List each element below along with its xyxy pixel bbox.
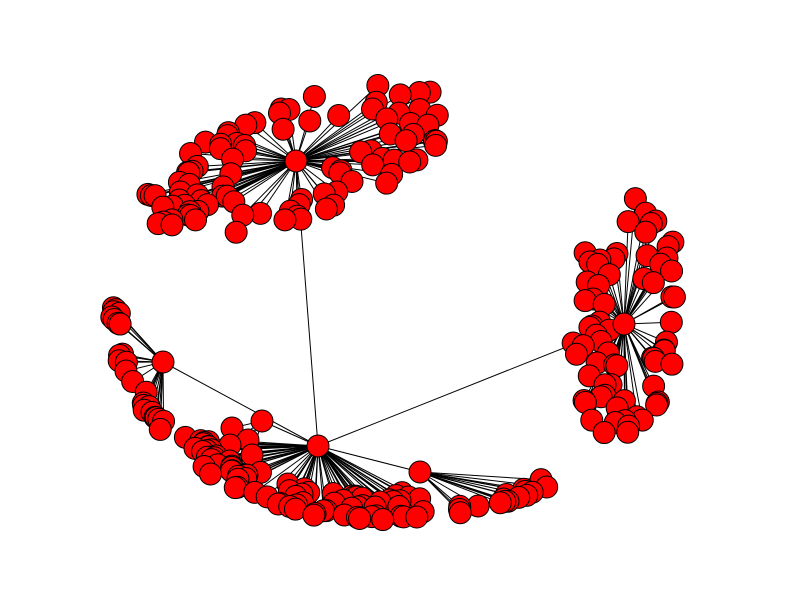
leaf-node — [273, 208, 297, 232]
leaf-node — [645, 393, 669, 417]
leaf-edge — [623, 221, 629, 325]
leaf-node — [302, 503, 326, 527]
leaf-node — [398, 150, 422, 174]
hub-node — [408, 460, 432, 484]
leaf-node — [314, 197, 338, 221]
leaf-node — [662, 285, 686, 309]
leaf-node — [634, 220, 658, 244]
hub-node — [612, 312, 636, 336]
leaf-node — [660, 352, 684, 376]
leaf-node — [298, 109, 322, 133]
leaf-node — [616, 420, 640, 444]
hub-node — [151, 350, 175, 374]
leaf-node — [592, 421, 616, 445]
leaf-node — [348, 506, 372, 530]
leaf-node — [616, 210, 640, 234]
leaf-edge — [266, 445, 319, 498]
nodes-layer — [100, 74, 686, 532]
leaf-edge — [254, 445, 319, 493]
leaf-edge — [233, 160, 297, 203]
leaf-node — [302, 84, 326, 108]
hub-node — [250, 409, 274, 433]
leaf-node — [371, 508, 395, 532]
leaf-node — [565, 342, 589, 366]
leaf-node — [108, 312, 132, 336]
hub-node — [306, 434, 330, 458]
leaf-node — [659, 310, 683, 334]
leaf-node — [223, 476, 247, 500]
leaf-node — [327, 104, 351, 128]
leaf-edge — [197, 160, 297, 167]
leaf-node — [573, 289, 597, 313]
leaf-node — [448, 501, 472, 525]
leaf-node — [148, 417, 172, 441]
hub-edge — [162, 361, 319, 447]
leaf-node — [641, 271, 665, 295]
leaf-node — [660, 259, 684, 283]
leaf-node — [160, 213, 184, 237]
leaf-node — [394, 129, 418, 153]
leaf-node — [271, 117, 295, 141]
hub-edge — [317, 445, 421, 473]
leaf-node — [405, 505, 429, 529]
leaf-node — [424, 133, 448, 157]
leaf-node — [375, 171, 399, 195]
leaf-edge — [623, 323, 643, 421]
leaf-node — [361, 153, 385, 177]
leaf-node — [224, 220, 248, 244]
leaf-node — [488, 491, 512, 515]
leaf-node — [184, 208, 208, 232]
hub-node — [284, 149, 308, 173]
leaf-edge — [226, 160, 297, 197]
leaf-node — [199, 462, 223, 486]
